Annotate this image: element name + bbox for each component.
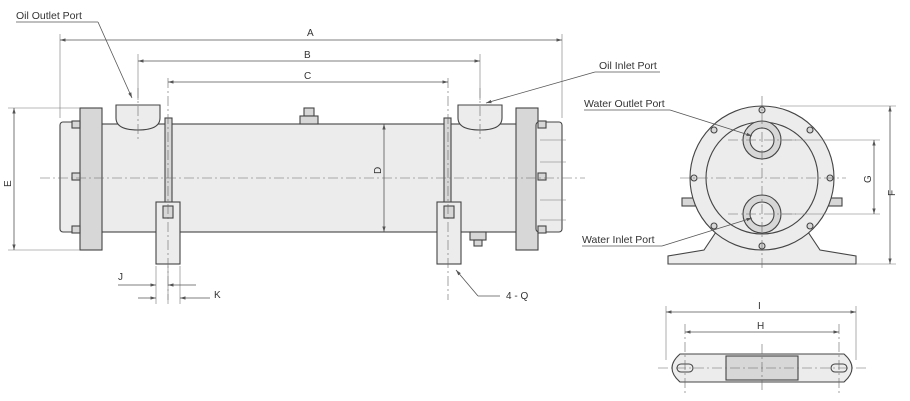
dimension-b: B: [137, 50, 481, 100]
dim-g-label: G: [863, 175, 874, 183]
right-flange: [515, 107, 539, 251]
right-foot: [436, 201, 462, 265]
dimension-f: F: [780, 105, 898, 265]
dimension-e: E: [3, 107, 80, 251]
leader-4q: 4 - Q: [455, 269, 528, 302]
right-end-cap: [535, 121, 563, 233]
end-view: [667, 96, 857, 270]
water-outlet-leader: Water Outlet Port: [584, 98, 753, 137]
foot-view: [658, 324, 866, 394]
dim-k-label: K: [214, 290, 221, 301]
dimension-i: I: [665, 301, 857, 360]
dim-i-label: I: [758, 301, 761, 312]
dimension-a: A: [59, 28, 563, 118]
dim-h-label: H: [757, 321, 764, 332]
vent-plug-base: [299, 115, 319, 125]
dim-q-label: 4 - Q: [506, 291, 528, 302]
dim-j-label: J: [118, 272, 123, 283]
right-band: [443, 117, 452, 209]
dim-e-label: E: [3, 180, 14, 187]
drain-plug: [469, 231, 487, 241]
oil-inlet-port-label: Oil Inlet Port: [599, 60, 657, 72]
left-band: [164, 117, 173, 209]
dim-a-label: A: [307, 28, 314, 39]
water-connections-side: [540, 139, 566, 221]
dim-d-label: D: [373, 167, 384, 174]
drain-plug-tip: [473, 239, 483, 247]
dim-c-label: C: [304, 71, 311, 82]
oil-outlet-leader: Oil Outlet Port: [16, 10, 133, 99]
vent-plug: [303, 107, 315, 117]
water-outlet-port-label: Water Outlet Port: [584, 98, 665, 110]
side-view: [40, 78, 585, 300]
water-inlet-leader: Water Inlet Port: [582, 217, 753, 247]
dimension-g: G: [782, 139, 880, 215]
dimension-d: D: [373, 124, 386, 232]
dimension-c: C: [168, 71, 448, 84]
dimension-k: K: [138, 290, 221, 301]
dim-b-label: B: [304, 50, 311, 61]
dimension-h: H: [685, 321, 839, 334]
left-flange: [79, 107, 103, 251]
oil-inlet-leader: Oil Inlet Port: [485, 60, 660, 104]
oil-outlet-port-label: Oil Outlet Port: [16, 10, 82, 22]
water-inlet-port-label: Water Inlet Port: [582, 234, 655, 246]
right-foot-bolt: [443, 205, 455, 219]
flange-bolts: [71, 120, 547, 234]
dim-f-label: F: [887, 190, 898, 196]
